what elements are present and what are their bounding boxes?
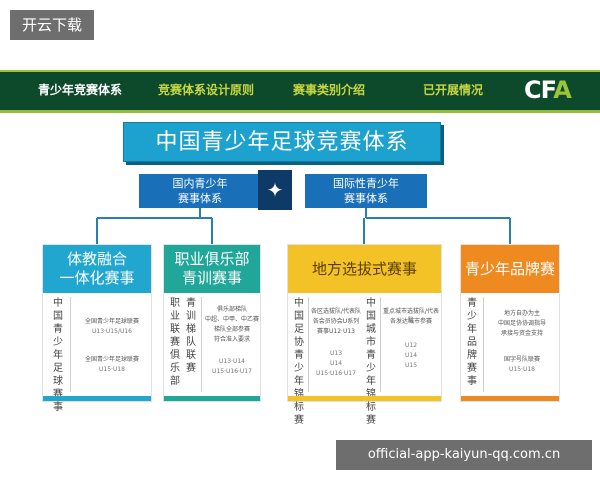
event-age: U15·U18 — [99, 366, 125, 373]
card-divider — [201, 297, 202, 392]
card-foot — [164, 396, 260, 401]
watermark-url: official-app-kaiyun-qq.com.cn — [336, 440, 592, 470]
card-foot — [461, 396, 559, 401]
event-line: 中国足协协调指导 — [497, 320, 546, 327]
card-head: 职业俱乐部 青训赛事 — [164, 245, 260, 293]
card-head-line: 职业俱乐部 — [174, 250, 250, 268]
event-age: U13·U14 — [219, 358, 245, 365]
download-badge[interactable]: 开云下载 — [10, 10, 94, 40]
nav-item-youth-system[interactable]: 青少年竞赛体系 — [38, 83, 123, 97]
card-head: 地方选拔式赛事 — [288, 245, 441, 293]
event-age: U12 — [404, 342, 418, 349]
card-head-line: 青训赛事 — [181, 269, 242, 287]
event-age: U15·U16·U17 — [212, 368, 252, 375]
card-side-label-2: 中国城市青少年锦标赛 — [366, 298, 376, 426]
event-line: 承接与资金支持 — [500, 330, 543, 337]
card-side-label: 中国足协青少年锦标赛 — [294, 298, 304, 426]
card-education-integration: 体教融合 一体化赛事 中国青少年足球赛事 全国青少年足球联赛 U13·U15/U… — [42, 244, 152, 413]
card-side-label: 职业联赛俱乐部 — [170, 298, 180, 387]
event-age: U14 — [329, 360, 343, 367]
domestic-line-1: 国内青少年 — [172, 177, 228, 190]
event-age: U15·U16·U17 — [316, 370, 356, 377]
international-line-1: 国际性青少年 — [333, 177, 399, 190]
event-line: 地方自办为主 — [503, 310, 540, 317]
event-line: 全国青少年足球联赛 — [84, 356, 139, 363]
event-line: 中超、中甲、中乙赛 — [204, 316, 259, 323]
event-line: 梯队全部参赛 — [213, 326, 250, 333]
domestic-system-box: 国内青少年 赛事体系 — [139, 174, 261, 208]
event-line: 重点城市选拔队/代表队 — [382, 308, 440, 324]
event-age: U15 — [404, 362, 418, 369]
card-foot — [288, 396, 441, 401]
card-side-label: 中国青少年足球赛事 — [53, 298, 63, 413]
cfa-logo: CFA — [524, 76, 572, 104]
nav-item-progress[interactable]: 已开展情况 — [423, 83, 484, 97]
card-divider — [308, 297, 309, 392]
navbar-divider — [0, 110, 600, 113]
card-divider — [70, 297, 71, 392]
domestic-line-2: 赛事体系 — [178, 192, 222, 205]
event-line: 各发达城市参赛 — [389, 318, 432, 325]
nav-item-event-categories[interactable]: 赛事类别介绍 — [293, 83, 366, 97]
event-line: 赛事U12·U13 — [317, 328, 355, 335]
card-head: 体教融合 一体化赛事 — [43, 245, 151, 293]
card-head-line: 青少年品牌赛事 — [464, 260, 555, 316]
event-line: 国字号队联赛 — [503, 356, 540, 363]
diagram-slide: 青少年竞赛体系 竞赛体系设计原则 赛事类别介绍 已开展情况 CFA 中国青少年足… — [0, 70, 600, 426]
card-foot — [43, 396, 151, 401]
card-side-label-2: 青训梯队联赛 — [186, 298, 196, 374]
nav-item-design-principles[interactable]: 竞赛体系设计原则 — [158, 83, 255, 97]
event-age: U15·U18 — [509, 366, 535, 373]
card-head: 青少年品牌赛事 — [461, 245, 559, 316]
card-head-line: 一体化赛事 — [59, 269, 135, 287]
event-age: U13·U15/U16 — [91, 328, 132, 335]
event-line: 符合准入要求 — [213, 336, 250, 343]
card-divider — [483, 297, 484, 392]
card-brand-events: 青少年品牌赛事 青少年品牌赛事 地方自办为主 中国足协协调指导 承接与资金支持 … — [460, 244, 560, 402]
international-line-2: 赛事体系 — [344, 192, 388, 205]
card-club-youth: 职业俱乐部 青训赛事 职业联赛俱乐部 青训梯队联赛 俱乐部梯队 中超、中甲、中乙… — [163, 244, 261, 402]
navbar: 青少年竞赛体系 竞赛体系设计原则 赛事类别介绍 已开展情况 CFA — [0, 72, 600, 110]
event-line: 俱乐部梯队 — [216, 306, 247, 313]
card-head-line: 地方选拔式赛事 — [311, 260, 417, 278]
card-head-line: 体教融合 — [66, 250, 127, 268]
event-line: 全国青少年足球联赛 — [84, 318, 139, 325]
card-local-selection: 地方选拔式赛事 中国足协青少年锦标赛 各区选拔队/代表队 各会员协会U系列 赛事… — [287, 244, 442, 426]
event-age: U14 — [404, 352, 418, 359]
connector-lines — [96, 208, 511, 244]
card-divider — [380, 297, 381, 392]
international-system-box: 国际性青少年 赛事体系 — [305, 174, 427, 208]
event-age: U13 — [329, 350, 343, 357]
diagram-title: 中国青少年足球竞赛体系 — [123, 122, 441, 162]
event-line: 各会员协会U系列 — [312, 318, 360, 325]
star-icon: ✦ — [258, 170, 292, 210]
card-side-label: 青少年品牌赛事 — [467, 298, 477, 387]
event-line: 各区选拔队/代表队 — [310, 308, 362, 315]
